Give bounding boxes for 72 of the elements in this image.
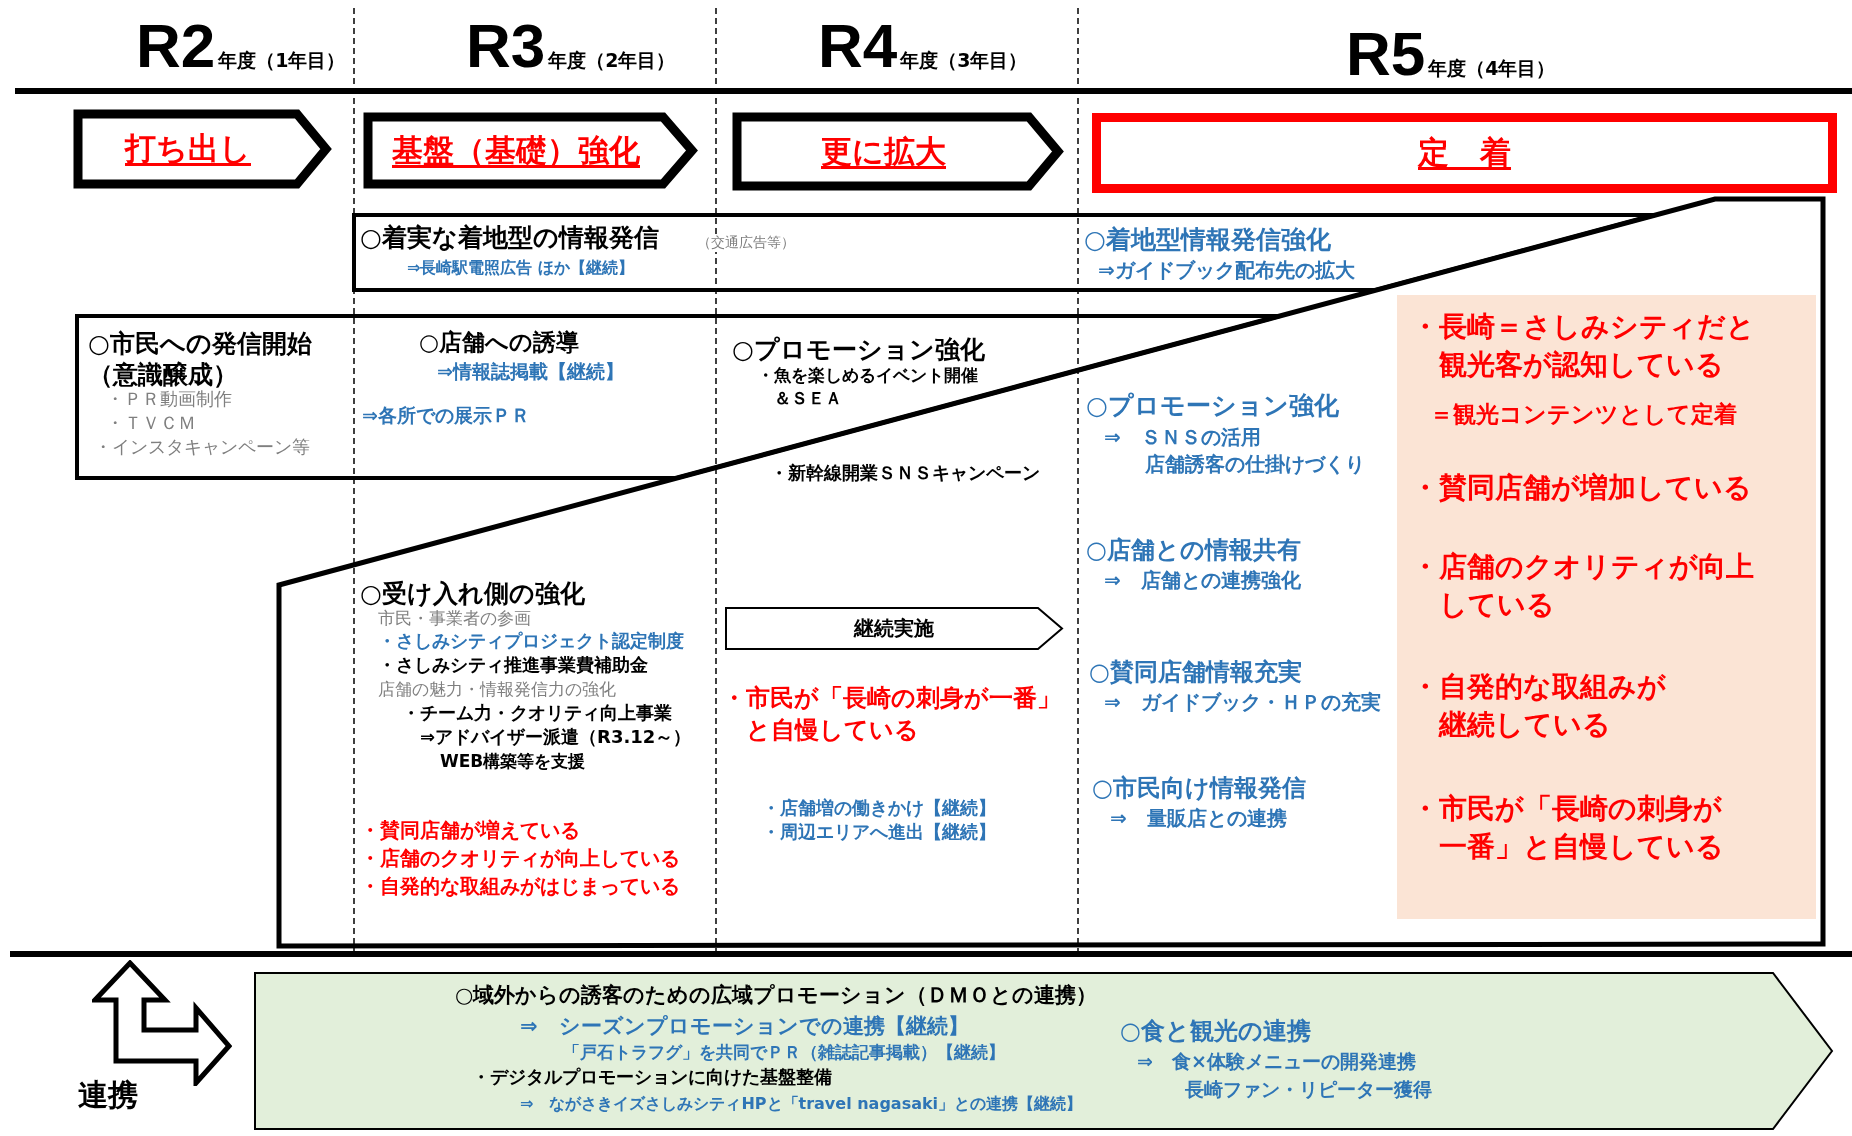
year-heading: R4 [818,10,898,81]
item-text: ・ＰＲ動画制作 [106,388,232,411]
goal-text: ・市民が「長崎の刺身が一番」と自慢している [1411,791,1725,865]
goal-text: ＝観光コンテンツとして定着 [1430,400,1737,429]
stage-title: 定 着 [1418,133,1511,172]
goal-box [1092,113,1837,193]
item-text: ⇒長崎駅電照広告 ほか【継続】 [407,258,634,278]
goal-text: ・店舗のクオリティが向上している [360,846,680,871]
year-subheading: 年度（1年目） [218,48,346,73]
year-heading: R2 [136,10,216,81]
item-text: WEB構築等を支援 [440,751,586,773]
item-text: 店舗の魅力・情報発信力の強化 [378,679,616,701]
item-heading: ○市民向け情報発信 [1092,773,1306,803]
stage-banner [363,112,697,189]
item-text: ・魚を楽しめるイベント開催＆ＳＥＡ [757,364,979,410]
item-heading: ○プロモーション強化 [1086,390,1339,422]
link-label: 連携 [78,1076,138,1114]
item-heading: ○市民への発信開始（意識醸成） [88,328,313,390]
goal-text: ・長崎＝さしみシティだと観光客が認知している [1411,309,1756,383]
item-heading: ○賛同店舗情報充実 [1089,657,1302,687]
item-text: 「戸石トラフグ」を共同でＰＲ（雑誌記事掲載）【継続】 [563,1042,1005,1064]
item-heading: ○店舗との情報共有 [1086,535,1301,565]
arrow-label: 継続実施 [854,615,934,642]
item-heading: ○受け入れ側の強化 [360,578,585,609]
item-text: 店舗誘客の仕掛けづくり [1145,452,1365,477]
year-heading: R3 [466,10,546,81]
goal-text: ・店舗のクオリティが向上している [1411,549,1755,623]
item-text: ・さしみシティ推進事業費補助金 [378,654,648,677]
goal-text: ・賛同店舗が増えている [360,818,580,843]
item-text: ・チーム力・クオリティ向上事業 [402,702,672,725]
item-text: ⇒各所での展示ＰＲ [362,404,530,428]
stage-banner [73,109,331,189]
stage-banner [732,112,1063,191]
item-text: ⇒ 量販店との連携 [1110,806,1287,831]
year-heading: R5 [1346,18,1426,89]
item-text: ⇒ ながさきイズさしみシティHPと「travel nagasaki」との連携【継続】 [520,1094,1083,1114]
item-text: ⇒ 店舗との連携強化 [1104,568,1301,593]
year-subheading: 年度（3年目） [900,48,1028,73]
year-subheading: 年度（4年目） [1428,56,1556,81]
item-heading: ○域外からの誘客のための広域プロモーション（ＤＭＯとの連携） [455,982,1098,1009]
arrow-banner [254,972,1833,1130]
item-text: ⇒アドバイザー派遣（R3.12～） [420,726,692,749]
stage-title: 基盤（基礎）強化 [392,130,640,170]
item-text: ⇒ ガイドブック・ＨＰの充実 [1104,690,1381,715]
item-heading: ○プロモーション強化 [732,334,985,366]
item-text: ⇒ ＳＮＳの活用 [1104,425,1261,450]
item-heading: ○着実な着地型の情報発信 [360,222,659,254]
goal-text: ・市民が「長崎の刺身が一番」と自慢している [722,683,1062,747]
item-text: ・周辺エリアへ進出【継続】 [762,821,996,844]
item-text: ⇒ シーズンプロモーションでの連携【継続】 [520,1013,969,1040]
item-text: ・デジタルプロモーションに向けた基盤整備 [472,1066,832,1089]
item-heading: ○着地型情報発信強化 [1084,224,1331,256]
item-text: 長崎ファン・リピーター獲得 [1185,1078,1432,1102]
stage-title: 打ち出し [125,129,251,168]
item-text: 市民・事業者の参画 [378,608,531,630]
stage-title: 更に拡大 [821,131,946,171]
goal-text: ・自発的な取組みがはじまっている [360,874,680,899]
arrow-banner [725,607,1063,650]
item-heading: ○店舗への誘導 [419,328,580,357]
item-text: ・インスタキャンペーン等 [94,436,310,459]
item-text: ⇒情報誌掲載【継続】 [437,360,624,384]
item-text: ・ＴＶＣＭ [106,412,196,435]
item-text: ・店舗増の働きかけ【継続】 [762,797,996,820]
year-subheading: 年度（2年目） [548,48,676,73]
item-text: ・さしみシティプロジェクト認定制度 [378,630,684,653]
goal-panel [1397,295,1816,919]
goal-text: ・自発的な取組みが継続している [1411,669,1667,743]
item-heading: ○食と観光の連携 [1120,1016,1311,1046]
goal-text: ・賛同店舗が増加している [1411,470,1752,505]
item-text: ⇒ 食×体験メニューの開発連携 [1137,1050,1416,1074]
item-text: ⇒ガイドブック配布先の拡大 [1098,258,1355,283]
item-text: ・新幹線開業ＳＮＳキャンペーン [770,462,1040,485]
